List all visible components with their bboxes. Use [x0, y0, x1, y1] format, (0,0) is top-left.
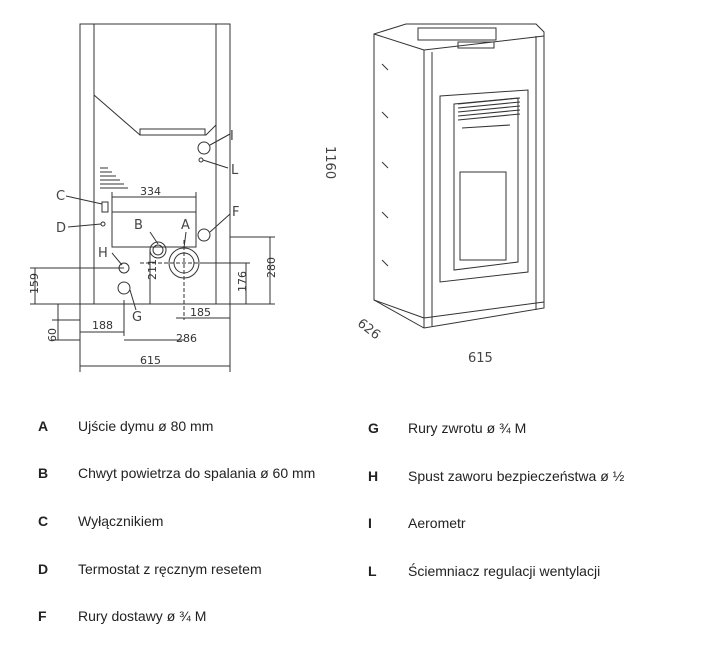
legend-text: Termostat z ręcznym resetem: [78, 561, 262, 577]
legend-item-b: B Chwyt powietrza do spalania ø 60 mm: [38, 465, 315, 481]
legend-item-i: I Aerometr: [368, 515, 466, 531]
legend-item-d: D Termostat z ręcznym resetem: [38, 561, 262, 577]
legend-key: G: [368, 420, 379, 436]
legend-key: B: [38, 465, 49, 481]
legend-text: Ujście dymu ø 80 mm: [78, 418, 214, 434]
vent-slots: [100, 167, 128, 189]
label-a: A: [181, 218, 190, 233]
grille: [457, 97, 521, 121]
legend-item-c: C Wyłącznikiem: [38, 513, 163, 529]
dim-615-rear: 615: [140, 354, 161, 367]
dim-615-front: 615: [468, 351, 493, 366]
dim-1160: 1160: [322, 146, 337, 179]
label-g: G: [132, 310, 142, 325]
dim-176: 176: [236, 271, 249, 292]
legend-text: Aerometr: [408, 515, 466, 531]
front-view: [373, 23, 545, 329]
legend-text: Ściemniacz regulacji wentylacji: [408, 563, 601, 579]
legend-item-f: F Rury dostawy ø ¾ M: [38, 608, 206, 624]
legend-key: F: [38, 608, 47, 624]
dim-60: 60: [46, 328, 59, 342]
label-l: L: [231, 163, 239, 178]
legend-item-l: L Ściemniacz regulacji wentylacji: [368, 563, 600, 579]
rear-view: [30, 23, 275, 372]
dim-280: 280: [265, 257, 278, 278]
dim-185: 185: [190, 306, 211, 319]
legend-text: Chwyt powietrza do spalania ø 60 mm: [78, 465, 316, 481]
legend-key: D: [38, 561, 49, 577]
legend-item-g: G Rury zwrotu ø ¾ M: [368, 420, 526, 436]
label-i: I: [230, 129, 234, 144]
legend-key: C: [38, 513, 49, 529]
dim-188: 188: [92, 319, 113, 332]
label-d: D: [56, 221, 66, 236]
legend-text: Wyłącznikiem: [78, 513, 164, 529]
legend-key: I: [368, 515, 372, 531]
label-f: F: [232, 205, 239, 220]
label-c: C: [56, 189, 65, 204]
dim-211: 211: [146, 259, 159, 280]
label-h: H: [98, 246, 108, 261]
dim-286: 286: [176, 332, 197, 345]
legend-key: H: [368, 468, 379, 484]
legend-text: Spust zaworu bezpieczeństwa ø ½: [408, 468, 625, 484]
legend-key: A: [38, 418, 49, 434]
supply-f: [197, 228, 211, 242]
dim-626: 626: [354, 316, 383, 343]
legend-text: Rury zwrotu ø ¾ M: [408, 420, 527, 436]
dimmer-l: [198, 157, 204, 163]
label-b: B: [134, 218, 143, 233]
legend-item-h: H Spust zaworu bezpieczeństwa ø ½: [368, 468, 624, 484]
thermostat-d: [100, 221, 106, 227]
aerometer-i: [197, 141, 211, 155]
dim-334: 334: [140, 185, 161, 198]
switch-c: [101, 201, 109, 213]
legend-item-a: A Ujście dymu ø 80 mm: [38, 418, 213, 434]
legend-text: Rury dostawy ø ¾ M: [78, 608, 207, 624]
fire-window: [459, 171, 507, 261]
dim-159: 159: [28, 273, 41, 294]
return-g: [117, 281, 131, 295]
legend-key: L: [368, 563, 377, 579]
air-intake-b: [149, 241, 167, 259]
